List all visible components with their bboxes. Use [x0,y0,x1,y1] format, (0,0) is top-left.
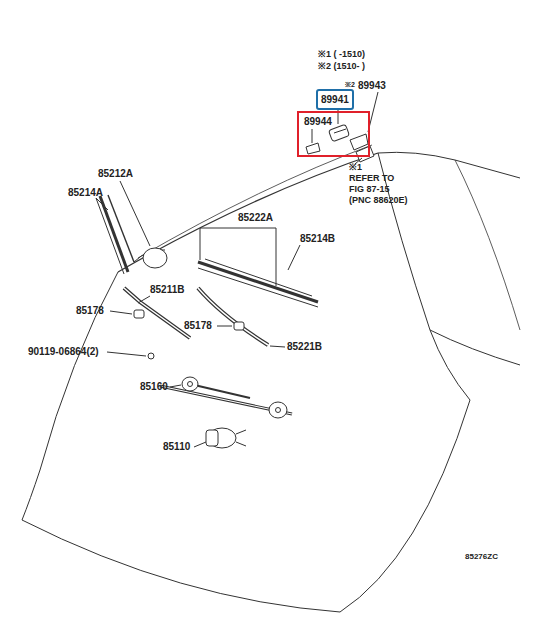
callout-number: (PNC 88620E) [349,196,408,206]
callout-number: FIG 87-15 [349,185,390,195]
callout-number: REFER TO [349,174,394,184]
callout-number: ※1 [349,163,362,173]
callout-number: 85178 [76,305,104,316]
callout-number: 85110 [163,441,190,452]
callout-number: 85214B [300,233,335,244]
callout-number: 85178 [184,320,212,331]
callout-number: ※1 ( -1510) [318,50,365,60]
callout-number: 90119-06864(2) [28,346,99,357]
callout-number: 85160 [140,381,168,392]
callout-number: 89943 [358,80,386,91]
callout-number: 85212A [98,168,133,179]
callout-number: 85214A [68,187,103,198]
highlight-box-red: 89944 [297,111,370,157]
callout-number: 85222A [238,212,273,223]
callout-number: 85276ZC [465,553,498,562]
part-number: 89944 [304,116,363,127]
highlight-box-blue: 89941 [316,89,354,110]
callout-number: ※2 [345,81,355,89]
callout-number: ※2 (1510- ) [318,62,365,72]
callout-number: 85221B [287,341,322,352]
part-number: 89941 [321,94,349,105]
callout-number: 85211B [150,284,184,295]
